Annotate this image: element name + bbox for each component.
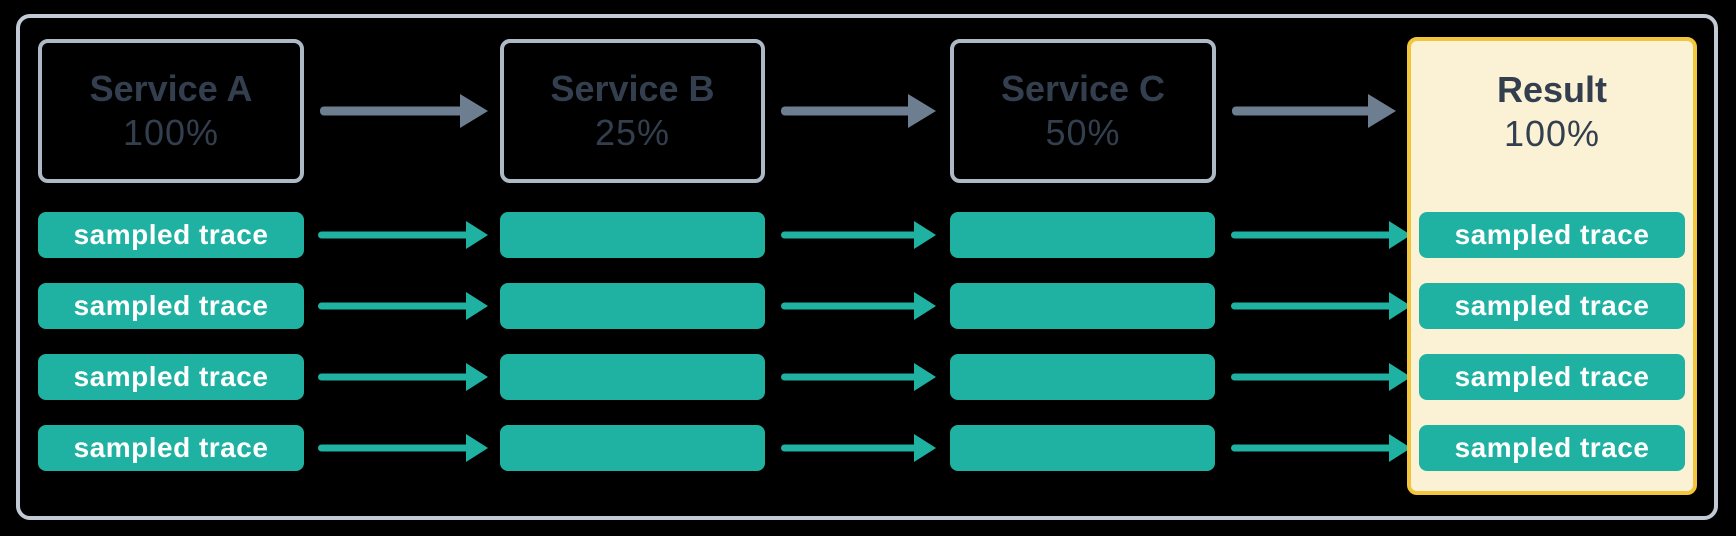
service-b-box: Service B 25% (500, 39, 765, 183)
trace-flow-arrow-icon (781, 292, 936, 320)
sampled-trace-bar: sampled trace (1419, 212, 1685, 258)
service-a-title: Service A (89, 68, 253, 110)
result-percent: 100% (1503, 113, 1601, 154)
service-flow-arrow-icon (320, 94, 488, 128)
trace-flow-arrow-icon (781, 434, 936, 462)
service-c-percent: 50% (1045, 112, 1121, 153)
sampled-trace-label: sampled trace (73, 219, 269, 250)
service-flow-arrow-icon (1232, 94, 1396, 128)
sampled-trace-bar: sampled trace (38, 425, 304, 471)
trace-flow-arrow-icon (781, 363, 936, 391)
trace-bar (500, 354, 765, 400)
sampled-trace-label: sampled trace (1454, 432, 1650, 463)
sampled-trace-label: sampled trace (1454, 219, 1650, 250)
service-a-percent: 100% (122, 112, 220, 153)
result-title: Result (1496, 69, 1608, 111)
service-c-title: Service C (1000, 68, 1166, 110)
trace-bar (500, 283, 765, 329)
trace-bar (500, 212, 765, 258)
trace-flow-arrow-icon (1231, 363, 1411, 391)
trace-bar (950, 212, 1215, 258)
result-header: Result 100% (1411, 41, 1693, 183)
trace-bar (500, 425, 765, 471)
trace-bar (950, 283, 1215, 329)
service-c-box: Service C 50% (950, 39, 1216, 183)
sampled-trace-bar: sampled trace (38, 212, 304, 258)
trace-flow-arrow-icon (318, 292, 488, 320)
trace-flow-arrow-icon (1231, 292, 1411, 320)
service-b-percent: 25% (594, 112, 671, 153)
sampled-trace-bar: sampled trace (38, 283, 304, 329)
service-flow-arrow-icon (781, 94, 936, 128)
sampled-trace-bar: sampled trace (1419, 425, 1685, 471)
trace-flow-arrow-icon (781, 221, 936, 249)
result-panel: Result 100% sampled trace sampled trace … (1407, 37, 1697, 495)
sampled-trace-bar: sampled trace (1419, 354, 1685, 400)
service-a-box: Service A 100% (38, 39, 304, 183)
sampled-trace-bar: sampled trace (38, 354, 304, 400)
trace-flow-arrow-icon (318, 434, 488, 462)
sampled-trace-label: sampled trace (73, 290, 269, 321)
service-b-title: Service B (550, 68, 715, 110)
sampled-trace-label: sampled trace (73, 432, 269, 463)
diagram-frame (16, 14, 1718, 520)
trace-flow-arrow-icon (1231, 434, 1411, 462)
sampled-trace-label: sampled trace (1454, 361, 1650, 392)
sampled-trace-bar: sampled trace (1419, 283, 1685, 329)
trace-bar (950, 354, 1215, 400)
trace-flow-arrow-icon (1231, 221, 1411, 249)
trace-flow-arrow-icon (318, 221, 488, 249)
trace-flow-arrow-icon (318, 363, 488, 391)
sampled-trace-label: sampled trace (1454, 290, 1650, 321)
trace-bar (950, 425, 1215, 471)
sampled-trace-label: sampled trace (73, 361, 269, 392)
